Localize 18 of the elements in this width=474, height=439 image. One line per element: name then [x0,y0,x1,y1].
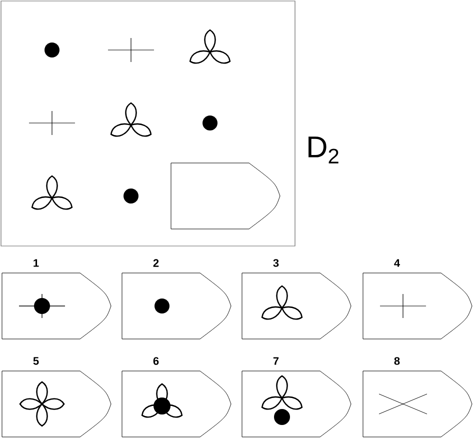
answer-option: 3 [242,259,352,340]
node-label: 3 [273,259,279,267]
node-label: 4 [394,259,400,267]
answer-option: 2 [122,259,232,340]
node-label: 6 [153,357,159,365]
answer-blank-shape [170,162,280,230]
answer-option: 7 [242,357,352,438]
node-label: 8 [394,357,400,365]
node-label: 7 [273,357,279,365]
answer-option: 5 [2,357,112,438]
answer-option: 8 [362,357,472,438]
node-label: 2 [153,259,159,267]
answer-option: 4 [362,259,472,340]
puzzle-label: D$_{2}$ [308,136,338,164]
answer-option: 6 [122,357,232,438]
node-label: 5 [33,357,39,365]
node-label: 1 [34,259,39,267]
answer-option: 1 [2,259,112,340]
